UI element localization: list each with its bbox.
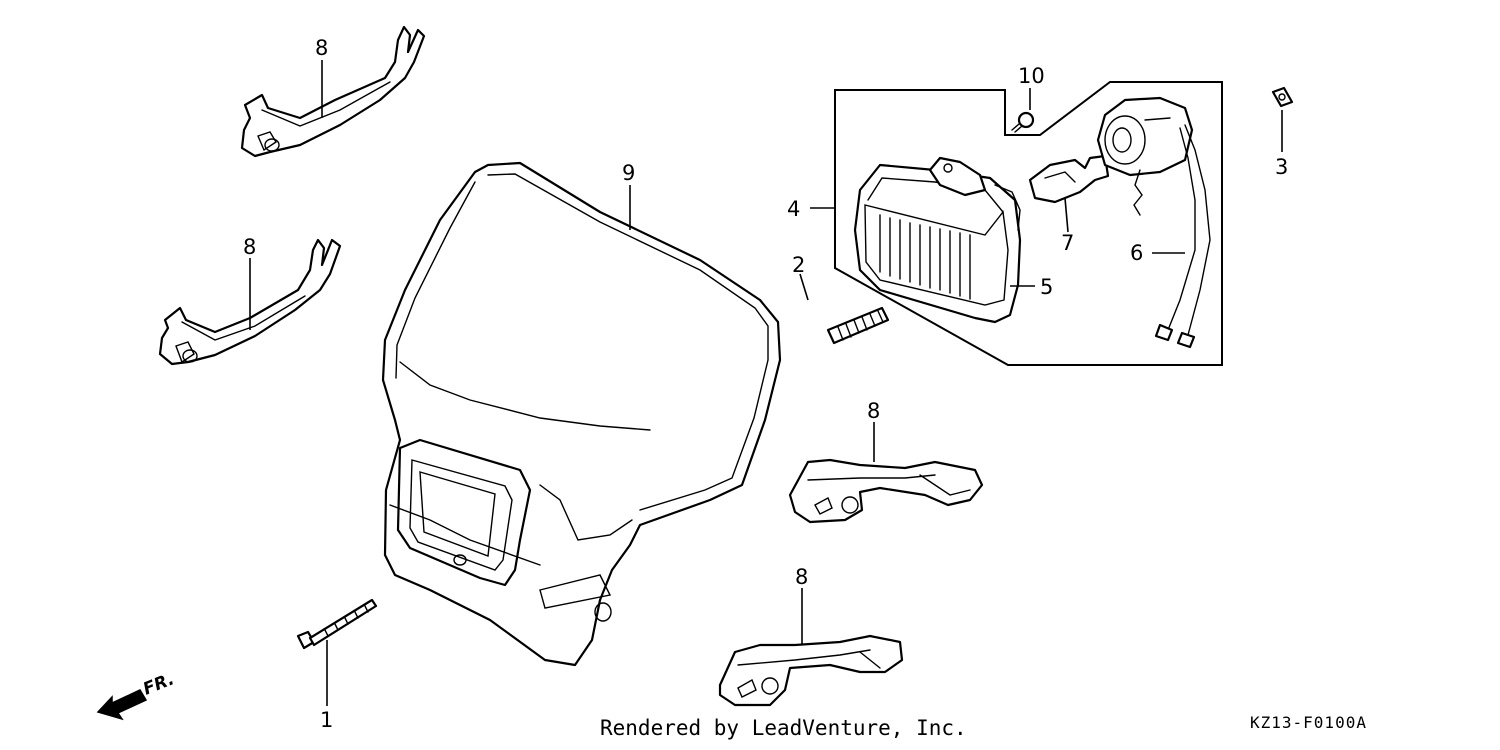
bolt-part-1[interactable]	[296, 598, 378, 650]
headlight-assembly-group-frame	[834, 81, 1223, 366]
callout-2: 2	[792, 253, 805, 277]
stay-bracket-part-8-middle-left[interactable]	[158, 238, 342, 366]
headlight-case-part-9[interactable]	[381, 161, 782, 667]
callout-labels: 8 8 9 10 3 4 5 7 6 2 8 8 1	[243, 36, 1288, 732]
leader-lines	[249, 60, 1283, 706]
render-credit: Rendered by LeadVenture, Inc.	[600, 716, 967, 740]
lens-ribs	[879, 214, 971, 300]
callout-7: 7	[1061, 231, 1074, 255]
stay-bracket-part-8-center[interactable]	[788, 458, 984, 524]
diagram-code: KZ13-F0100A	[1250, 713, 1367, 732]
callout-9: 9	[622, 161, 635, 185]
callout-1: 1	[320, 708, 333, 732]
front-direction-arrow-icon: FR.	[96, 669, 177, 721]
stay-bracket-part-8-upper-left[interactable]	[240, 25, 426, 158]
front-direction-label: FR.	[140, 669, 177, 699]
stay-bracket-part-8-lower[interactable]	[718, 634, 904, 707]
callout-8-upper-left: 8	[315, 36, 328, 60]
callout-6: 6	[1130, 241, 1143, 265]
callout-5: 5	[1040, 275, 1053, 299]
callout-10: 10	[1018, 64, 1045, 88]
callout-3: 3	[1275, 155, 1288, 179]
nut-clip-part-3[interactable]	[1271, 86, 1294, 108]
bulb-part-7[interactable]	[1028, 154, 1110, 204]
headlight-unit-part-5[interactable]	[853, 156, 1022, 324]
callout-8-center: 8	[867, 399, 880, 423]
socket-harness-part-6[interactable]	[1096, 96, 1211, 349]
callout-8-lower: 8	[795, 565, 808, 589]
callout-8-middle-left: 8	[243, 235, 256, 259]
callout-4: 4	[787, 197, 800, 221]
adjusting-spring-part-2[interactable]	[826, 306, 890, 345]
screw-part-10[interactable]	[1011, 111, 1035, 133]
